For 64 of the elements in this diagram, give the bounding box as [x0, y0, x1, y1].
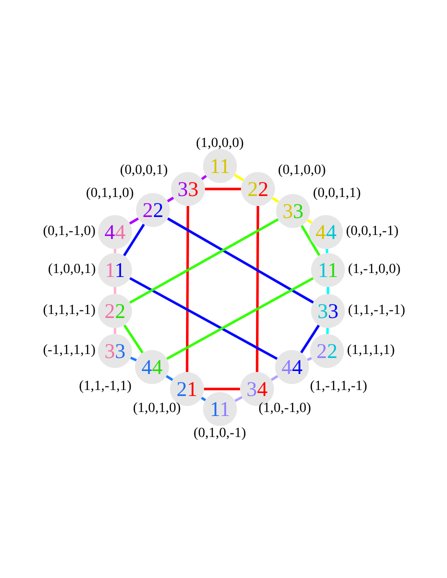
- connector-line: [234, 174, 244, 182]
- connector-line: [129, 277, 278, 360]
- node-number: 44: [314, 221, 338, 243]
- node-number: 44: [104, 221, 126, 243]
- node-number: 44: [280, 356, 304, 378]
- coordinate-label: (0,0,1,-1): [346, 224, 398, 240]
- coordinate-label: (1,-1,0,0): [348, 262, 400, 278]
- coordinate-label: (1,1,-1,1): [79, 379, 132, 395]
- connector-line: [123, 224, 145, 256]
- connector-line: [234, 396, 243, 402]
- connector-line: [114, 249, 116, 253]
- connector-line: [300, 324, 320, 354]
- coordinate-label: (1,-1,1,-1): [310, 379, 368, 395]
- coordinate-label: (1,0,0,0): [196, 136, 244, 152]
- connector-line: [326, 248, 328, 254]
- connector-line: [300, 224, 320, 256]
- coordinate-label: (1,0,0,1): [48, 262, 96, 278]
- connector-line: [306, 356, 312, 362]
- coordinate-label: (1,1,-1,-1): [348, 303, 406, 319]
- connector-line: [166, 196, 174, 202]
- node-number: 11: [208, 398, 232, 420]
- coordinate-label: (0,1,0,0): [278, 163, 326, 179]
- connector-line: [256, 206, 260, 372]
- node-number: 34: [246, 378, 268, 400]
- node-number: 22: [246, 178, 270, 200]
- node-number: 33: [316, 300, 340, 322]
- coordinate-label: (1,0,1,0): [133, 401, 181, 417]
- node-number: 22: [104, 300, 126, 322]
- connector-line: [130, 356, 137, 362]
- connector-line: [186, 206, 190, 372]
- node-number: 33: [282, 200, 304, 222]
- connector-line: [205, 188, 241, 190]
- connector-line: [167, 217, 314, 304]
- node-number: 11: [316, 259, 340, 281]
- coordinate-label: (0,1,1,0): [86, 186, 134, 202]
- node-number: 44: [140, 356, 164, 378]
- connector-line: [129, 217, 139, 225]
- node-number: 11: [208, 155, 232, 177]
- node-number: 33: [104, 340, 126, 362]
- coordinate-label: (0,0,1,1): [313, 186, 361, 202]
- node-number: 21: [176, 378, 198, 400]
- coordinate-label: (1,0,-1,0): [258, 401, 311, 417]
- coordinate-label: (-1,1,1,1): [43, 343, 96, 359]
- coordinate-label: (1,1,1,-1): [43, 303, 96, 319]
- connector-line: [166, 374, 174, 382]
- connector-line: [326, 287, 330, 294]
- connector-line: [114, 328, 116, 334]
- coordinate-label: (0,1,0,-1): [194, 426, 246, 442]
- connector-line: [270, 374, 278, 382]
- connector-line: [204, 388, 240, 390]
- node-number: 33: [176, 178, 200, 200]
- coordinate-label: (0,1,-1,0): [43, 224, 96, 240]
- node-number: 11: [104, 259, 126, 281]
- node-number: 22: [142, 199, 164, 221]
- connector-line: [114, 287, 116, 294]
- node-number: 22: [316, 340, 338, 362]
- connector-line: [326, 328, 329, 334]
- connector-line: [123, 324, 144, 354]
- connector-line: [166, 277, 314, 360]
- coordinate-label: (1,1,1,1): [347, 343, 395, 359]
- connector-line: [129, 218, 279, 304]
- connector-line: [272, 196, 280, 204]
- connector-line: [306, 219, 312, 224]
- coordinate-label: (0,0,0,1): [120, 163, 168, 179]
